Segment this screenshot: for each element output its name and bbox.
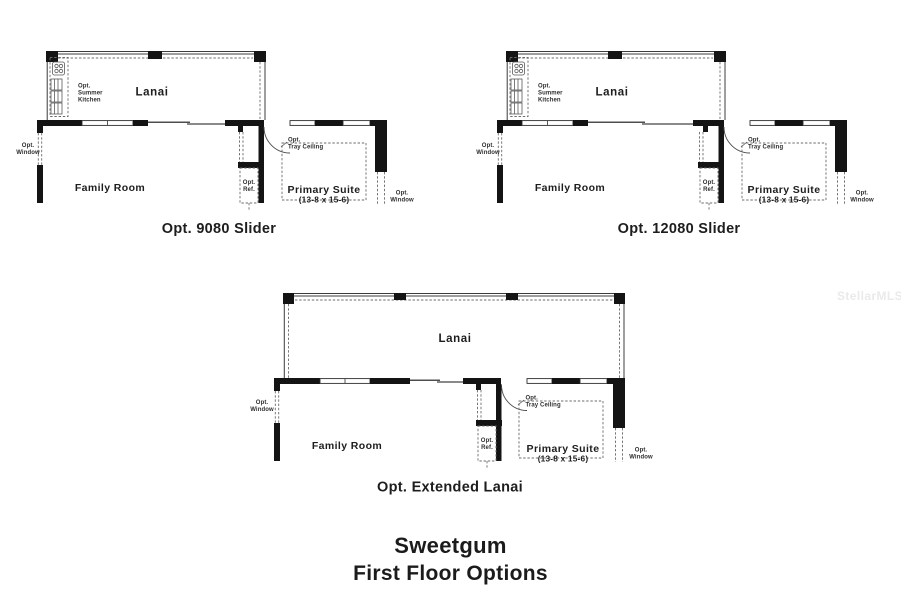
family-room-label: Family Room — [535, 182, 605, 194]
svg-text:Window: Window — [629, 455, 653, 461]
sheet-subtitle: First Floor Options — [353, 562, 548, 585]
svg-text:Kitchen: Kitchen — [78, 98, 101, 104]
plan-name-title: Sweetgum — [394, 533, 507, 558]
watermark: StellarMLS — [837, 289, 901, 303]
window-symbol — [289, 120, 316, 126]
svg-text:Window: Window — [476, 150, 500, 156]
family-room-label: Family Room — [75, 182, 145, 194]
left-exterior-wall — [497, 120, 503, 203]
lanai-structure — [506, 51, 726, 120]
plan-caption: Opt. 9080 Slider — [162, 221, 276, 237]
lanai-label: Lanai — [595, 87, 628, 99]
lanai-label: Lanai — [135, 87, 168, 99]
svg-text:Window: Window — [390, 198, 414, 204]
opt-ref-outline — [477, 425, 497, 462]
opt-window-right-label: Opt. — [396, 191, 409, 197]
svg-text:Summer: Summer — [538, 91, 563, 97]
opt-ref-label: Opt. — [481, 438, 494, 444]
right-exterior-wall — [835, 126, 847, 204]
svg-text:Window: Window — [250, 407, 274, 413]
svg-text:Tray Ceiling: Tray Ceiling — [288, 145, 323, 151]
window-symbol — [526, 378, 553, 384]
interior-walls — [476, 384, 604, 469]
floor-plan-opt-9080-slider: Lanai Family Room Primary Suite (13-8 x … — [16, 51, 414, 237]
svg-text:Ref.: Ref. — [703, 187, 715, 193]
door-swing-arc — [501, 384, 528, 411]
svg-text:Tray Ceiling: Tray Ceiling — [526, 403, 561, 409]
opt-window-right-label: Opt. — [635, 448, 648, 454]
right-exterior-wall — [375, 126, 387, 204]
opt-window-left-label: Opt. — [256, 400, 269, 406]
summer-kitchen-label: Opt. — [78, 84, 91, 90]
door-swing-arc — [723, 126, 751, 154]
window-symbol — [802, 120, 831, 126]
primary-suite-dims: (13-8 x 15-6) — [299, 195, 350, 205]
main-wall — [497, 120, 847, 132]
primary-suite-dims: (13-8 x 15-6) — [759, 195, 810, 205]
opt-ref-outline — [239, 167, 259, 204]
interior-walls — [238, 126, 367, 211]
tray-ceiling-label: Opt. — [748, 138, 761, 144]
main-wall — [37, 120, 387, 132]
svg-text:Kitchen: Kitchen — [538, 98, 561, 104]
opt-ref-label: Opt. — [703, 180, 716, 186]
tray-ceiling-label: Opt. — [288, 138, 301, 144]
summer-kitchen-label: Opt. — [538, 84, 551, 90]
opt-window-left-label: Opt. — [22, 143, 35, 149]
right-exterior-wall — [613, 384, 625, 462]
left-exterior-wall — [37, 120, 43, 203]
tray-ceiling-outline — [518, 400, 604, 459]
opt-window-left-label: Opt. — [482, 143, 495, 149]
sheet-title: Sweetgum First Floor Options — [0, 533, 901, 586]
summer-kitchen-fixtures — [49, 57, 69, 117]
plan-caption: Opt. Extended Lanai — [377, 480, 523, 496]
left-exterior-wall — [274, 378, 280, 461]
door-swing-arc — [263, 126, 291, 154]
svg-text:Window: Window — [16, 150, 40, 156]
opt-ref-outline — [699, 167, 719, 204]
opt-window-right-label: Opt. — [856, 191, 869, 197]
svg-text:Tray Ceiling: Tray Ceiling — [748, 145, 783, 151]
tray-ceiling-outline — [281, 142, 367, 201]
opt-ref-label: Opt. — [243, 180, 256, 186]
tray-ceiling-label: Opt. — [526, 396, 539, 402]
summer-kitchen-fixtures — [509, 57, 529, 117]
svg-text:Window: Window — [850, 198, 874, 204]
lanai-label: Lanai — [438, 333, 471, 345]
lanai-structure — [46, 51, 266, 120]
window-symbol — [579, 378, 608, 384]
primary-suite-label: Primary Suite — [527, 443, 600, 455]
lanai-structure — [283, 293, 625, 378]
floor-plan-opt-extended-lanai: Lanai Family Room Primary Suite (13-8 x … — [250, 293, 653, 496]
primary-suite-label: Primary Suite — [748, 184, 821, 196]
window-symbol — [342, 120, 371, 126]
svg-text:Ref.: Ref. — [243, 187, 255, 193]
interior-walls — [698, 126, 827, 211]
primary-suite-label: Primary Suite — [288, 184, 361, 196]
floor-plan-opt-12080-slider: Lanai Family Room Primary Suite (13-8 x … — [476, 51, 874, 237]
window-symbol — [749, 120, 776, 126]
svg-text:Ref.: Ref. — [481, 445, 493, 451]
main-wall — [274, 378, 625, 390]
tray-ceiling-outline — [741, 142, 827, 201]
family-room-label: Family Room — [312, 440, 382, 452]
primary-suite-dims: (13-8 x 15-6) — [538, 454, 589, 464]
svg-text:Summer: Summer — [78, 91, 103, 97]
plan-caption: Opt. 12080 Slider — [618, 221, 741, 237]
